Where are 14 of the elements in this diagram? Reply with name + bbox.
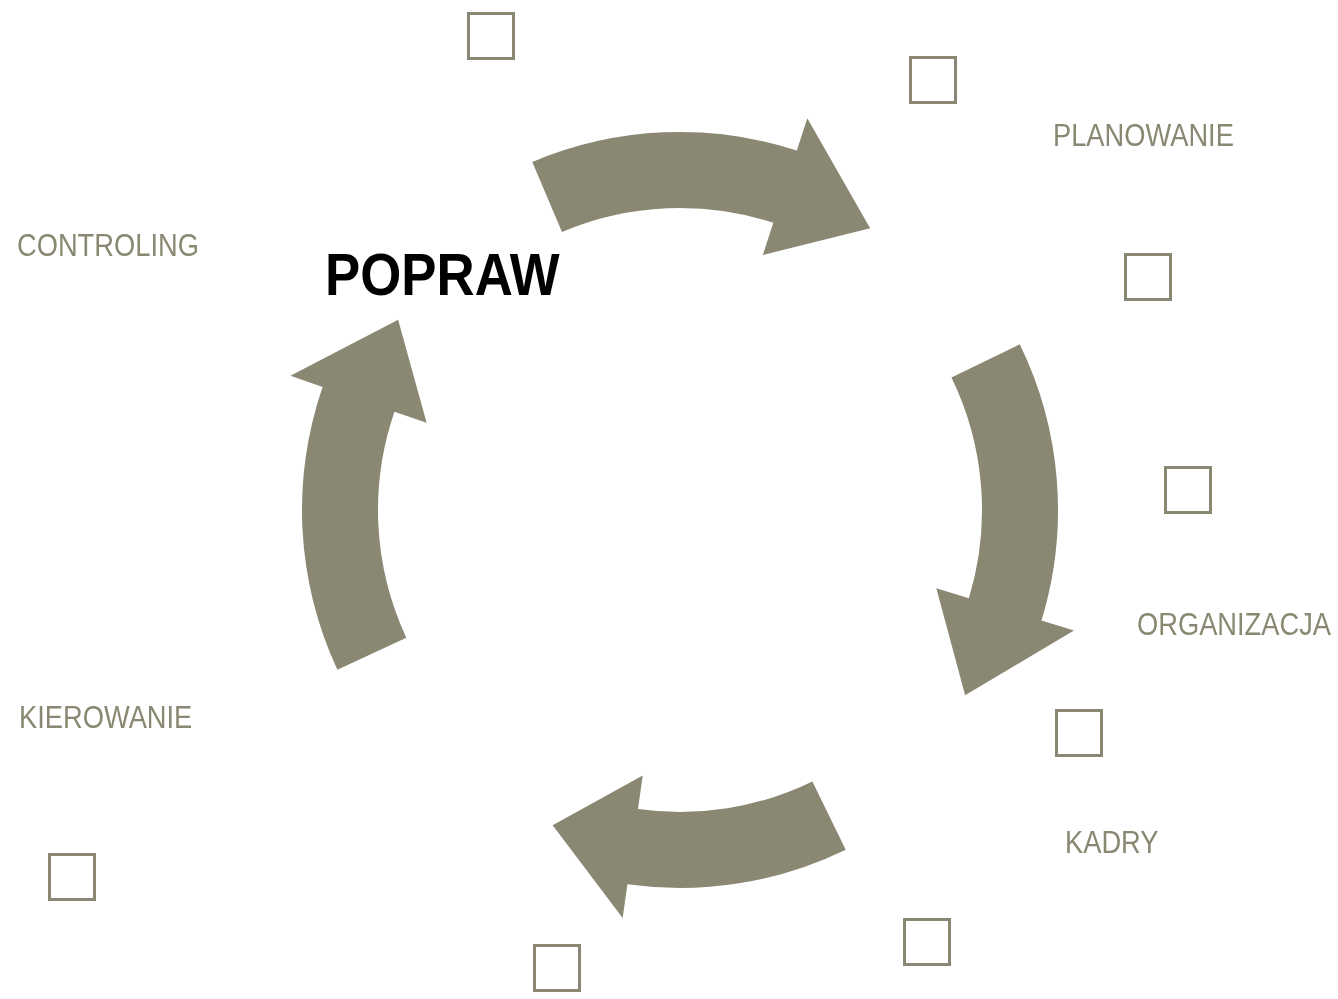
empty-box	[467, 12, 515, 60]
empty-box	[1124, 253, 1172, 301]
empty-box	[1164, 466, 1212, 514]
stage-label: CONTROLING	[17, 228, 199, 264]
stage-label: KIEROWANIE	[19, 700, 193, 736]
stage-label: ORGANIZACJA	[1137, 607, 1331, 643]
stage-label: KADRY	[1065, 825, 1159, 861]
empty-box	[1055, 709, 1103, 757]
empty-box	[533, 944, 581, 992]
empty-box	[909, 56, 957, 104]
stage-label: PLANOWANIE	[1053, 118, 1234, 154]
empty-box	[48, 853, 96, 901]
empty-box	[903, 918, 951, 966]
heading-text: POPRAW	[325, 240, 560, 309]
